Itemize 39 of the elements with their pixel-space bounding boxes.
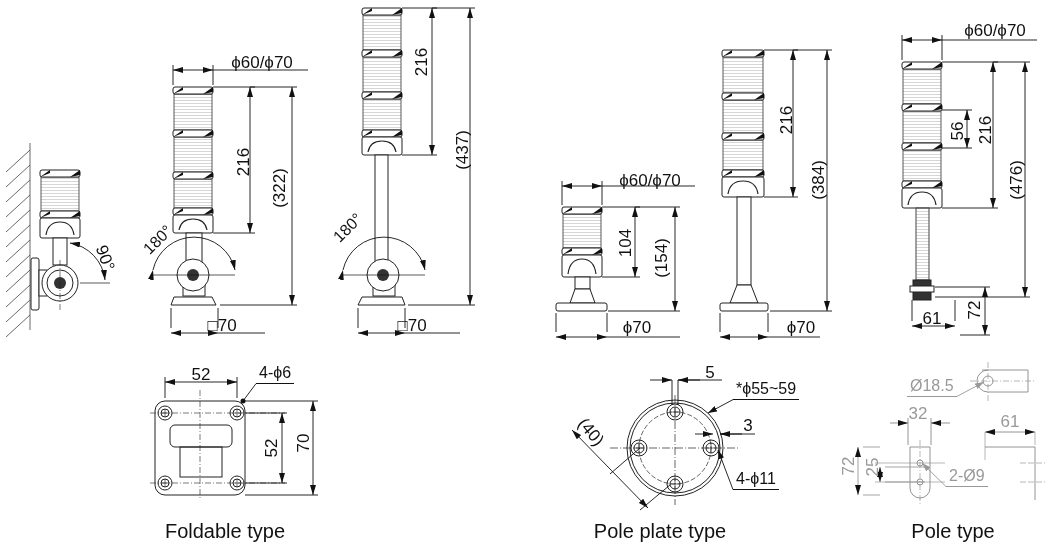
callout-text: *ϕ55~59: [733, 380, 800, 400]
dimension-label: 216: [234, 147, 252, 177]
dimension-label: 61: [1000, 412, 1020, 430]
dimension-label: ϕ70: [622, 318, 652, 336]
caption: Pole plate type: [593, 521, 727, 541]
dimension-label: (476): [1007, 160, 1025, 200]
callout-text: Ø18.5: [907, 377, 957, 397]
dimension-label: ϕ70: [786, 318, 816, 336]
dimension-label: (154): [652, 238, 670, 278]
dimension-label: □70: [397, 316, 427, 334]
dimension-label: 5: [705, 363, 715, 381]
dimension-label: ϕ60/ϕ70: [964, 21, 1026, 39]
dimension-label: (40): [574, 414, 608, 450]
dimension-label: 61: [922, 309, 942, 327]
dimension-label: (322): [270, 168, 288, 208]
dimension-label: 72: [839, 456, 857, 476]
angle-label: 90°: [92, 243, 118, 273]
callout-text: 4-ϕ6: [256, 364, 295, 384]
dimension-label: 216: [976, 115, 994, 145]
dimension-label: □70: [207, 316, 237, 334]
caption: Foldable type: [164, 521, 286, 541]
callout-text: 4-ϕ11: [733, 470, 779, 490]
dimension-label: ϕ60/ϕ70: [231, 53, 293, 71]
callout-text: 2-Ø9: [946, 467, 988, 487]
dimension-label: 70: [294, 433, 312, 453]
dimension-label: ϕ60/ϕ70: [619, 171, 681, 189]
dimension-label: (437): [453, 130, 471, 170]
dimension-label: 56: [948, 121, 966, 141]
dimension-label: 3: [743, 416, 753, 434]
dimension-label: 52: [262, 438, 280, 458]
dimension-label: 72: [965, 300, 983, 320]
dimension-label: 104: [616, 228, 634, 258]
dimension-label: 52: [191, 365, 211, 383]
dimension-label: 25: [863, 457, 881, 477]
dimension-label: 32: [908, 404, 928, 422]
dimension-label: (384): [809, 160, 827, 200]
caption: Pole type: [911, 521, 995, 541]
dimension-label: 216: [412, 47, 430, 77]
dimension-label: 216: [777, 105, 795, 135]
